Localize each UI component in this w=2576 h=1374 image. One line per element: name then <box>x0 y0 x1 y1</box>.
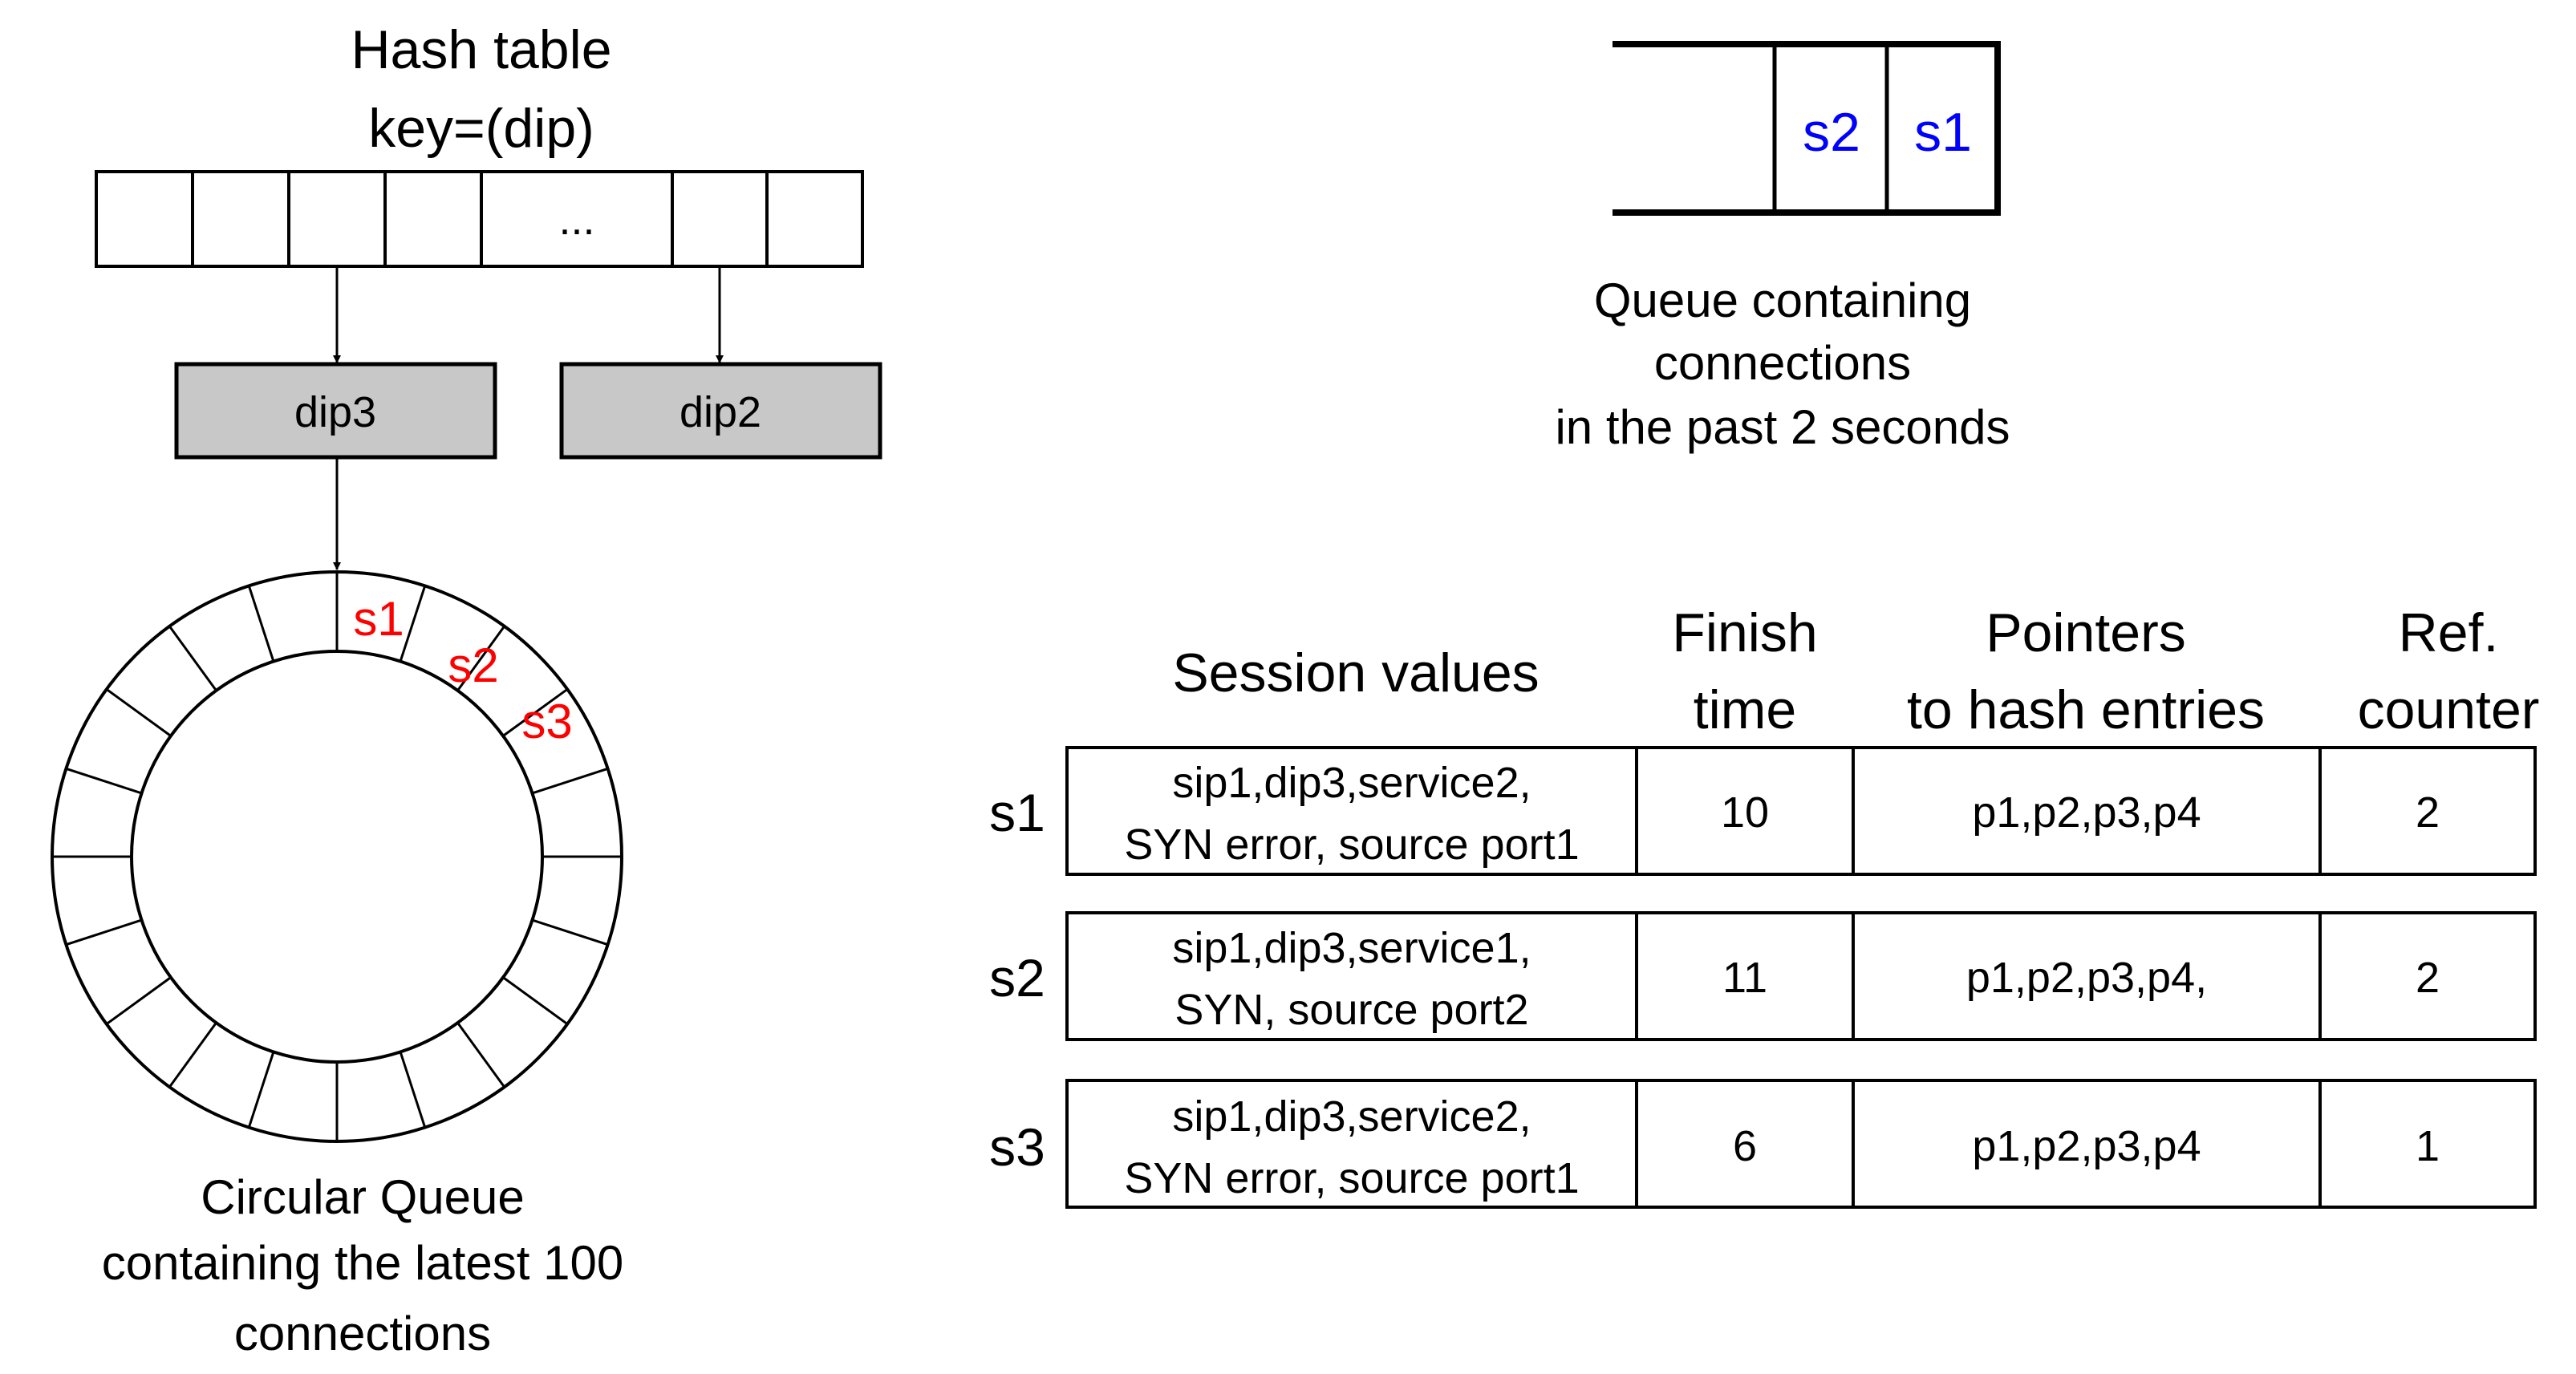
hash-entry-dip3: dip3 <box>174 362 497 460</box>
header-session-values: Session values <box>1172 642 1539 703</box>
queue-cell-s1: s1 <box>1914 102 1972 163</box>
ref-counter: 2 <box>2416 788 2440 837</box>
header-finish-time: Finish <box>1672 602 1817 663</box>
hash-table-key: key=(dip) <box>368 98 594 159</box>
circular-queue-slot-divider <box>168 1022 217 1088</box>
session-row-s1: s1 sip1,dip3,service2, SYN error, source… <box>989 746 2537 876</box>
header-pointers: Pointers <box>1986 602 2185 663</box>
hash-table-slot <box>287 170 387 268</box>
circular-queue-slot-divider <box>65 767 142 795</box>
header-ref-counter: counter <box>2358 679 2540 740</box>
row-label: s1 <box>989 783 1045 842</box>
circular-queue-slot-label-s2: s2 <box>448 638 498 692</box>
hash-table-slot <box>95 170 194 268</box>
circular-queue: s1 s2 s3 <box>51 570 623 1143</box>
hash-entry-dip2: dip2 <box>559 362 882 460</box>
session-values: SYN error, source port1 <box>1124 1154 1579 1202</box>
hash-table-slot <box>671 170 769 268</box>
session-table-header: Session values Finish time Pointers to h… <box>1172 602 2539 740</box>
row-label: s3 <box>989 1117 1045 1177</box>
circular-queue-slot-divider <box>532 918 609 946</box>
circular-queue-slot-divider <box>168 625 217 691</box>
header-pointers: to hash entries <box>1907 679 2265 740</box>
hash-table: Hash table key=(dip) ... <box>95 19 864 268</box>
session-values: SYN error, source port1 <box>1124 821 1579 869</box>
session-values: sip1,dip3,service2, <box>1172 1092 1531 1141</box>
ref-counter: 2 <box>2416 954 2440 1002</box>
circular-queue-slot-divider <box>456 1022 505 1088</box>
hash-table-slot <box>191 170 290 268</box>
session-table: Session values Finish time Pointers to h… <box>989 602 2539 1209</box>
hash-entry-label: dip3 <box>294 388 376 436</box>
circular-queue-slot-divider <box>65 918 142 946</box>
circular-queue-slot-divider <box>105 688 172 737</box>
hash-table-slot <box>765 170 864 268</box>
circular-queue-slot-divider <box>456 625 505 691</box>
circular-queue-slot-divider <box>502 976 569 1025</box>
pointers: p1,p2,p3,p4 <box>1972 788 2201 837</box>
row-label: s2 <box>989 948 1045 1007</box>
caption-line: connections <box>1654 336 1911 390</box>
circular-queue-slot-divider <box>532 767 609 795</box>
circular-queue-slots <box>52 572 622 1141</box>
hash-table-slot-label: ... <box>558 196 594 244</box>
header-finish-time: time <box>1694 679 1796 740</box>
circular-queue-inner-ring <box>130 650 544 1064</box>
caption-line: in the past 2 seconds <box>1555 400 2010 454</box>
caption-line: connections <box>234 1307 491 1360</box>
time-queue: s2 s1 <box>1613 41 2001 216</box>
finish-time: 10 <box>1721 788 1769 837</box>
caption-line: Queue containing <box>1594 274 1971 327</box>
finish-time: 6 <box>1733 1122 1757 1170</box>
ref-counter: 1 <box>2416 1122 2440 1170</box>
header-ref-counter: Ref. <box>2399 602 2499 663</box>
circular-queue-slot-divider <box>399 585 427 662</box>
circular-queue-slot-divider <box>502 688 569 737</box>
session-values: SYN, source port2 <box>1174 986 1528 1034</box>
hash-table-slot <box>480 170 674 268</box>
circular-queue-slot-divider <box>247 1052 275 1129</box>
finish-time: 11 <box>1722 954 1767 1002</box>
caption-line: Circular Queue <box>201 1170 525 1224</box>
circular-queue-slot-divider <box>399 1052 427 1129</box>
hash-table-slots: ... <box>95 170 864 268</box>
circular-queue-slot-label-s3: s3 <box>521 695 572 748</box>
circular-queue-caption: Circular Queue containing the latest 100… <box>102 1170 623 1360</box>
time-queue-caption: Queue containing connections in the past… <box>1555 274 2010 454</box>
hash-table-title: Hash table <box>351 19 611 80</box>
circular-queue-slot-label-s1: s1 <box>353 592 404 646</box>
session-values: sip1,dip3,service1, <box>1172 924 1531 972</box>
pointers: p1,p2,p3,p4, <box>1966 954 2207 1002</box>
hash-table-slot <box>383 170 483 268</box>
hash-entry-label: dip2 <box>679 388 761 436</box>
circular-queue-slot-divider <box>247 585 275 662</box>
session-values: sip1,dip3,service2, <box>1172 759 1531 807</box>
session-row-s2: s2 sip1,dip3,service1, SYN, source port2… <box>989 911 2537 1041</box>
caption-line: containing the latest 100 <box>102 1236 623 1290</box>
queue-cell-s2: s2 <box>1803 102 1860 163</box>
circular-queue-slot-divider <box>105 976 172 1025</box>
session-row-s3: s3 sip1,dip3,service2, SYN error, source… <box>989 1079 2537 1209</box>
pointers: p1,p2,p3,p4 <box>1972 1122 2201 1170</box>
